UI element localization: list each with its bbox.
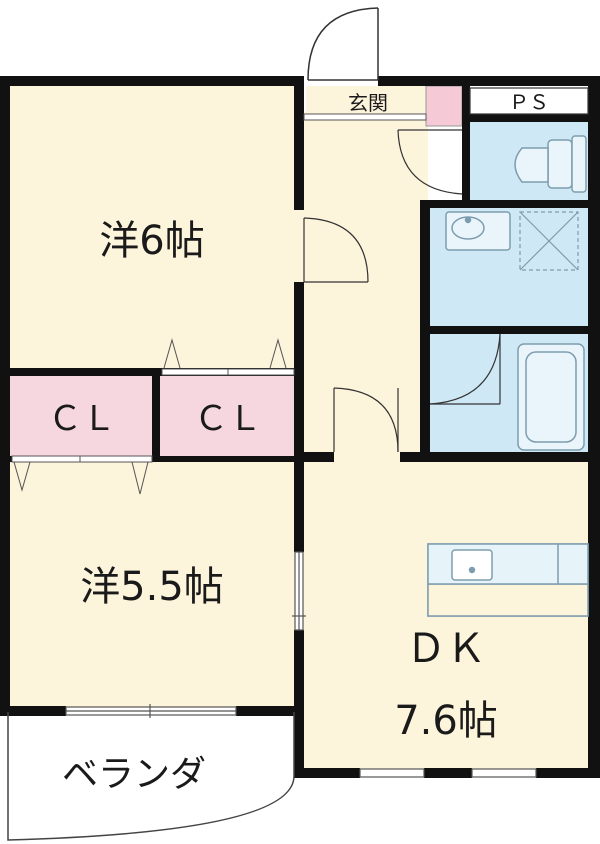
label-western-55: 洋5.5帖 xyxy=(80,564,224,610)
wall-toilet-bottom xyxy=(420,200,600,208)
veranda-area xyxy=(8,712,294,840)
label-dk: ＤＫ xyxy=(406,626,486,672)
wall-center-bottom xyxy=(294,630,304,776)
windows xyxy=(65,551,537,778)
toilet-fixture xyxy=(514,135,587,193)
wall-left xyxy=(0,76,10,716)
wall-right xyxy=(588,76,600,776)
label-ps: ＰＳ xyxy=(509,90,549,114)
western-55-room xyxy=(8,460,298,710)
wall-bottom-right-2 xyxy=(424,768,472,778)
wall-bottom-left-1 xyxy=(0,706,66,716)
entrance-area xyxy=(306,86,426,114)
wall-closet-divider xyxy=(152,368,160,460)
label-western-6: 洋6帖 xyxy=(99,218,204,264)
ps-box xyxy=(469,87,589,115)
wall-ps-bottom xyxy=(462,114,600,122)
closet-right xyxy=(160,376,296,456)
entrance-door xyxy=(307,7,379,81)
wall-top-left xyxy=(0,76,304,86)
laundry-pan xyxy=(519,211,579,271)
label-entrance: 玄関 xyxy=(348,91,388,115)
entrance-step xyxy=(303,113,427,121)
room-fills xyxy=(8,82,592,840)
wall-top-right xyxy=(378,76,600,86)
closet-left xyxy=(10,376,154,456)
wall-mid-horizontal-right xyxy=(294,452,334,462)
wall-bottom-right-1 xyxy=(294,768,360,778)
wall-bath-top xyxy=(420,326,600,334)
wall-mid-horizontal-far xyxy=(400,452,600,462)
veranda-outline xyxy=(7,712,295,841)
wall-bottom-left-2 xyxy=(236,706,304,716)
hall-area xyxy=(298,112,428,460)
wall-bottom-right-3 xyxy=(536,768,600,778)
label-cl-left: ＣＬ xyxy=(48,399,116,439)
label-cl-right: ＣＬ xyxy=(194,399,262,439)
western-6-room xyxy=(8,82,298,372)
wall-center-lower xyxy=(294,460,304,552)
kitchen-counter xyxy=(427,543,589,617)
closet-doors xyxy=(11,338,295,495)
label-veranda: ベランダ xyxy=(62,754,206,795)
shoe-cabinet xyxy=(425,85,463,127)
wall-center-upper xyxy=(294,76,304,210)
wall-ps-left xyxy=(462,82,470,118)
label-dk-size: 7.6帖 xyxy=(394,698,498,744)
window-dk-bottom-2 xyxy=(471,768,537,778)
washbasin xyxy=(445,211,511,251)
interior-doors xyxy=(303,129,501,453)
wall-toilet-left xyxy=(462,114,470,208)
bathtub xyxy=(517,343,585,451)
window-dk-bottom-1 xyxy=(359,768,425,778)
